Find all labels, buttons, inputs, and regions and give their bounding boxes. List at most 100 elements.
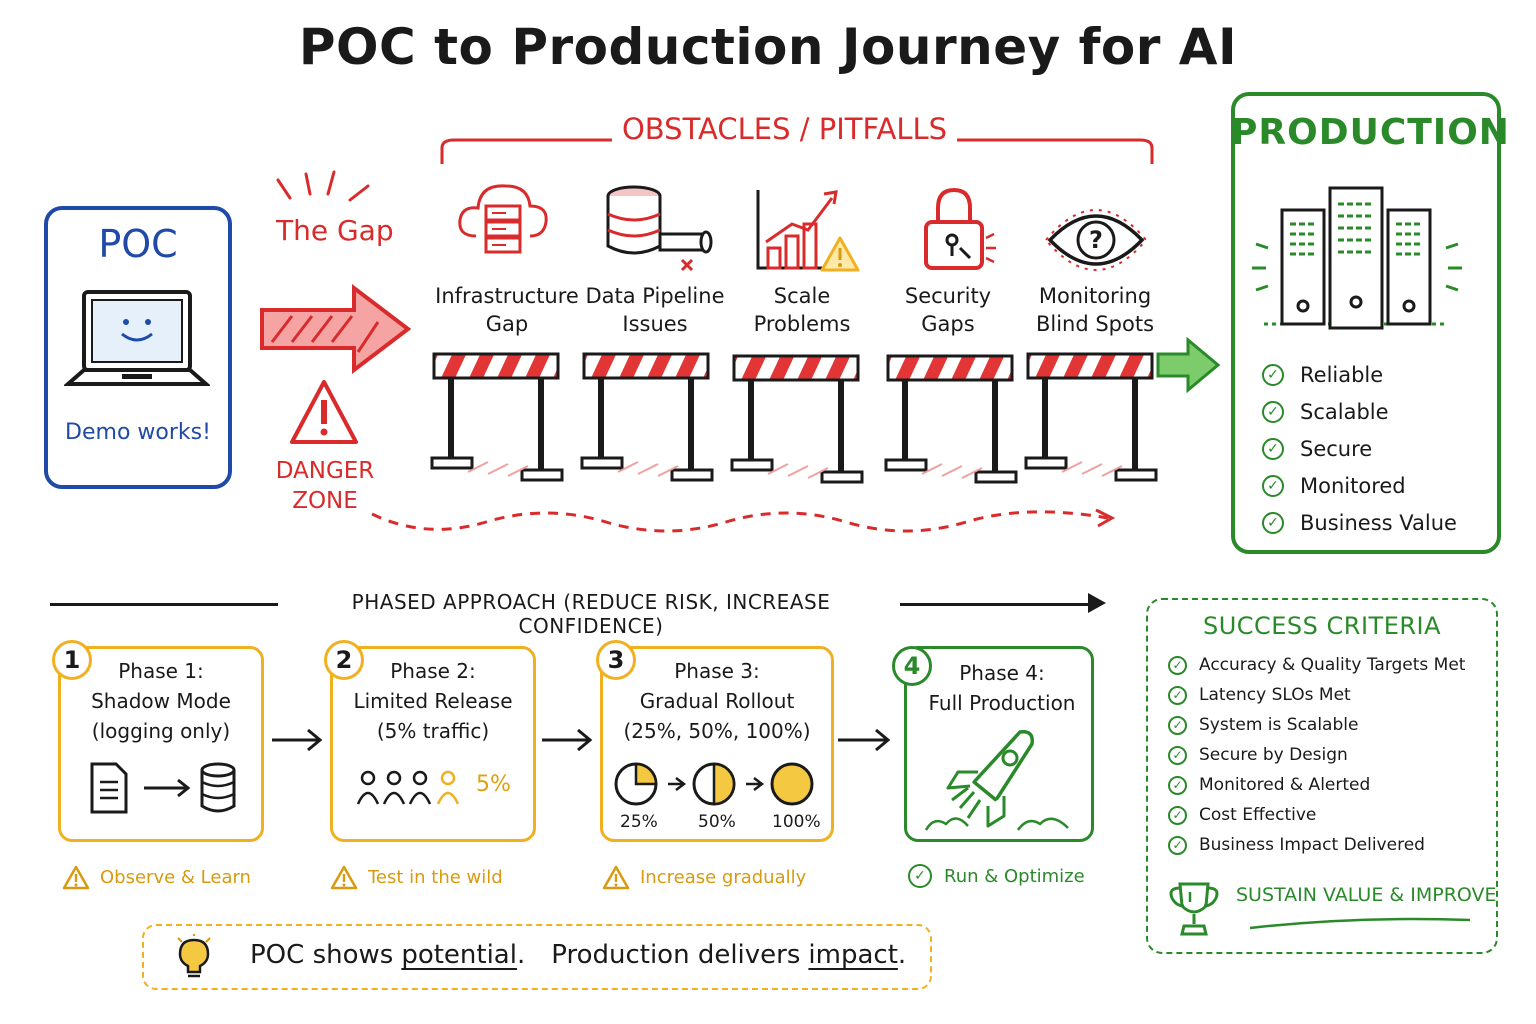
database-pipe-icon (606, 185, 713, 272)
phase-1-note: Observe & Learn (62, 864, 251, 890)
success-criteria-list: ✓Accuracy & Quality Targets Met ✓Latency… (1168, 650, 1465, 860)
success-item: ✓Monitored & Alerted (1168, 770, 1465, 800)
success-item: ✓Accuracy & Quality Targets Met (1168, 650, 1465, 680)
barrier-4 (884, 354, 1018, 484)
production-card (1231, 92, 1501, 554)
phase-1-card (58, 646, 264, 842)
padlock-icon (924, 187, 996, 270)
chart-warning-icon (756, 190, 860, 272)
warning-icon (602, 865, 630, 890)
phase-arrow-icon (272, 728, 323, 752)
check-circle-icon: ✓ (1262, 363, 1284, 386)
poc-title: POC (98, 222, 178, 266)
production-item: ✓Reliable (1262, 356, 1457, 393)
phased-line-left (50, 603, 278, 606)
users-group-icon (356, 770, 460, 805)
check-circle-icon: ✓ (1168, 685, 1187, 705)
phase-2-text: Phase 2: Limited Release (5% traffic) (353, 659, 513, 743)
check-circle-icon: ✓ (1262, 474, 1284, 497)
phased-line-right (900, 603, 1092, 606)
server-rack-icon (1252, 186, 1462, 330)
gap-burst-icon (276, 170, 370, 202)
eye-question-icon: ? (1045, 209, 1148, 271)
phase-1-text: Phase 1: Shadow Mode (logging only) (91, 659, 231, 743)
check-circle-icon: ✓ (1168, 835, 1187, 855)
danger-warning-icon (290, 380, 358, 444)
check-circle-icon: ✓ (1262, 437, 1284, 460)
gap-label: The Gap (276, 214, 394, 247)
production-item: ✓Business Value (1262, 504, 1457, 541)
warning-icon (62, 865, 90, 890)
phase-arrow-icon (838, 728, 891, 752)
to-production-arrow-icon (1156, 336, 1221, 394)
sustain-underline (1249, 917, 1471, 930)
obstacle-data-pipeline-label: Data Pipeline Issues (585, 284, 725, 336)
production-title: PRODUCTION (1231, 112, 1510, 153)
lightbulb-icon (177, 934, 211, 978)
phase-1-number: 1 (52, 640, 92, 680)
svg-text:?: ? (1089, 226, 1103, 254)
phase-3-text: Phase 3: Gradual Rollout (25%, 50%, 100%… (623, 659, 811, 743)
phase-4-text: Phase 4: Full Production (928, 661, 1076, 715)
barrier-2 (580, 352, 714, 482)
laptop-icon (64, 290, 210, 386)
success-item: ✓Secure by Design (1168, 740, 1465, 770)
phase-2-card (330, 646, 536, 842)
pie-label-25: 25% (620, 812, 658, 832)
success-item: ✓Business Impact Delivered (1168, 830, 1465, 860)
production-item: ✓Monitored (1262, 467, 1457, 504)
obstacles-title: OBSTACLES / PITFALLS (612, 112, 957, 146)
check-circle-icon: ✓ (908, 864, 932, 888)
barriers-row (430, 352, 1158, 484)
barrier-5 (1024, 352, 1158, 482)
phase-3-card (600, 646, 834, 842)
poc-caption: Demo works! (65, 420, 211, 445)
warning-icon (330, 865, 358, 890)
phase-2-number: 2 (324, 640, 364, 680)
poc-card (44, 206, 232, 489)
phase-3-note: Increase gradually (602, 864, 806, 890)
check-circle-icon: ✓ (1168, 775, 1187, 795)
check-circle-icon: ✓ (1168, 715, 1187, 735)
quote-text: POC shows potential. Production delivers… (250, 940, 907, 970)
danger-zone-label: DANGER ZONE (275, 458, 375, 514)
phase-4-number: 4 (892, 646, 932, 686)
obstacle-scale-label: Scale Problems (753, 284, 851, 336)
phase-4-card (904, 646, 1094, 842)
production-checklist: ✓Reliable ✓Scalable ✓Secure ✓Monitored ✓… (1262, 356, 1457, 541)
gap-arrow-icon (260, 283, 412, 375)
pie-label-50: 50% (698, 812, 736, 832)
trophy-icon (1169, 882, 1219, 936)
success-item: ✓Latency SLOs Met (1168, 680, 1465, 710)
rollout-pies-icon (614, 762, 814, 806)
phase-2-percent: 5% (476, 772, 511, 797)
rocket-icon (924, 730, 1069, 831)
obstacle-monitoring-label: Monitoring Blind Spots (1035, 284, 1155, 336)
check-circle-icon: ✓ (1168, 655, 1187, 675)
log-to-database-icon (90, 762, 236, 814)
obstacle-infrastructure-label: Infrastructure Gap (435, 284, 579, 336)
sustain-value-label: SUSTAIN VALUE & IMPROVE (1236, 884, 1497, 906)
phased-arrowhead-icon (1088, 593, 1106, 613)
success-item: ✓Cost Effective (1168, 800, 1465, 830)
success-criteria-title: SUCCESS CRITERIA (1202, 612, 1442, 640)
check-circle-icon: ✓ (1262, 400, 1284, 423)
barrier-1 (430, 352, 564, 482)
success-criteria-card (1146, 598, 1498, 954)
check-circle-icon: ✓ (1168, 745, 1187, 765)
success-item: ✓System is Scalable (1168, 710, 1465, 740)
page-title: POC to Production Journey for AI (298, 18, 1238, 76)
phase-3-number: 3 (596, 640, 636, 680)
phase-2-note: Test in the wild (330, 864, 503, 890)
phase-arrow-icon (542, 728, 593, 752)
production-item: ✓Secure (1262, 430, 1457, 467)
phase-4-note: ✓ Run & Optimize (908, 864, 1085, 888)
quote-card (142, 924, 932, 990)
danger-path-dashed (371, 508, 1116, 533)
cloud-server-icon (458, 184, 548, 254)
barrier-3 (730, 354, 864, 484)
pie-label-100: 100% (772, 812, 821, 832)
obstacle-security-label: Security Gaps (904, 284, 992, 336)
production-item: ✓Scalable (1262, 393, 1457, 430)
check-circle-icon: ✓ (1168, 805, 1187, 825)
